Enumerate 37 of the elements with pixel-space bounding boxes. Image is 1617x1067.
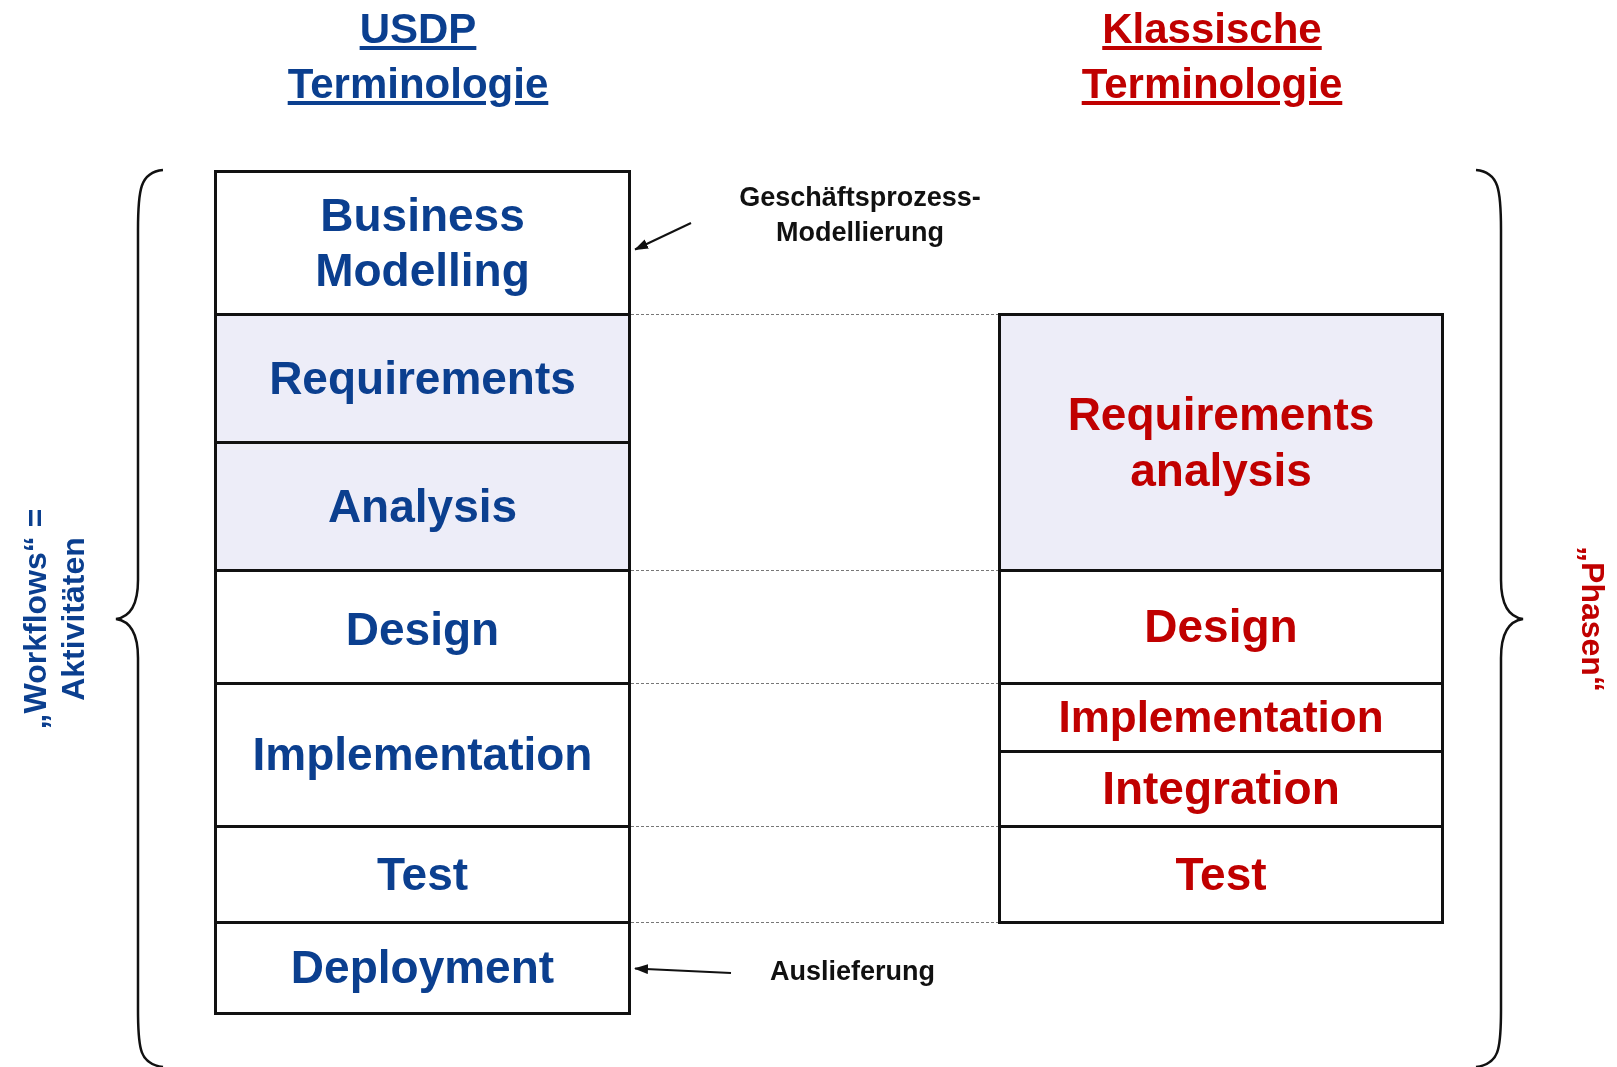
connector-line bbox=[630, 825, 999, 828]
workflow-box bbox=[214, 313, 631, 444]
arrow bbox=[634, 222, 692, 251]
connector-line bbox=[630, 921, 999, 924]
box-label: Test bbox=[1175, 846, 1267, 902]
workflow-box bbox=[214, 170, 631, 316]
note-text: Geschäftsprozess- Modellierung bbox=[705, 180, 1015, 251]
connector-line bbox=[630, 569, 999, 572]
workflow-box bbox=[214, 569, 631, 685]
workflow-box bbox=[998, 682, 1444, 753]
workflow-box bbox=[214, 682, 631, 828]
box-label: Implementation bbox=[1058, 691, 1384, 744]
workflow-box bbox=[214, 441, 631, 572]
column-heading: Klassische Terminologie bbox=[1080, 4, 1344, 109]
brace-label: „Workflows“ = Aktivitäten bbox=[15, 507, 92, 732]
box-label: Requirements bbox=[269, 350, 576, 406]
box-label: Test bbox=[376, 846, 469, 902]
box-label: Integration bbox=[1102, 761, 1340, 817]
connector-line bbox=[630, 682, 999, 685]
box-label: Implementation bbox=[252, 727, 593, 783]
brace-label: „Phasen“ bbox=[1574, 545, 1613, 694]
box-label: Business Modelling bbox=[314, 187, 531, 298]
box-label: Design bbox=[345, 602, 500, 657]
workflow-box bbox=[214, 921, 631, 1015]
box-label: Analysis bbox=[327, 478, 518, 534]
connector-line bbox=[630, 313, 999, 316]
box-label: Requirements analysis bbox=[1066, 387, 1376, 498]
workflow-box bbox=[998, 750, 1444, 828]
arrow bbox=[634, 964, 732, 975]
workflow-box bbox=[998, 313, 1444, 572]
box-label: Deployment bbox=[290, 940, 555, 996]
box-label: Design bbox=[1144, 599, 1298, 655]
workflow-box bbox=[998, 825, 1444, 924]
column-heading: USDP Terminologie bbox=[286, 4, 550, 109]
workflow-box bbox=[214, 825, 631, 924]
note-text: Auslieferung bbox=[745, 954, 960, 990]
workflow-box bbox=[998, 569, 1444, 685]
